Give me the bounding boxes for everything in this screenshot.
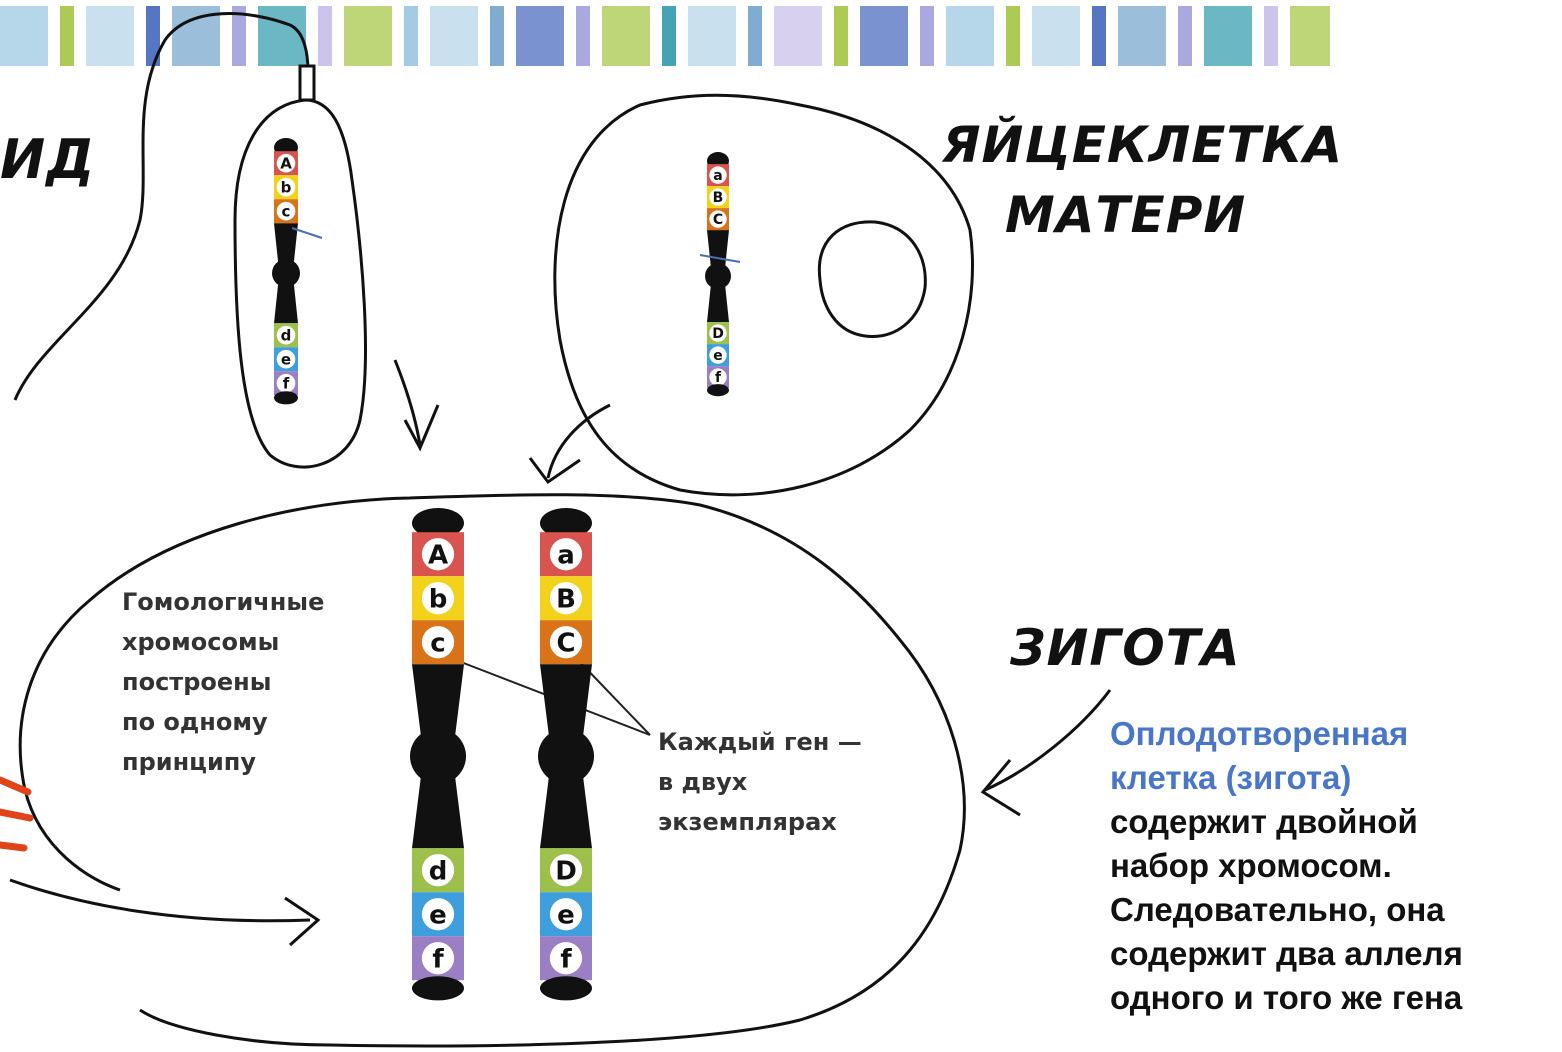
gene-label: D: [555, 857, 577, 887]
chromosome-zygote-maternal: aBC Def: [538, 508, 594, 1000]
caption-each-gene-3: экземплярах: [658, 808, 837, 836]
gene-label: B: [556, 585, 576, 615]
gene-label: C: [713, 212, 723, 228]
telomere: [540, 976, 592, 1000]
gene-label: f: [715, 370, 722, 386]
egg-cell-outline: [555, 95, 973, 495]
caption-homologous-3: построены: [122, 668, 271, 696]
gene-label: C: [556, 629, 575, 659]
sperm-head-outline: [235, 100, 365, 467]
gene-label: f: [560, 945, 572, 975]
explanation-line-3: Следовательно, она: [1110, 888, 1562, 932]
caption-each-gene-1: Каждый ген —: [658, 728, 862, 756]
arrow-sperm-to-zygote: [395, 360, 438, 448]
label-egg-line2: МАТЕРИ: [1005, 186, 1246, 244]
gene-label: c: [282, 203, 291, 221]
explanation-line-5: одного и того же гена: [1110, 976, 1562, 1020]
caption-each-gene-2: в двух: [658, 768, 748, 796]
gene-label: b: [281, 179, 292, 197]
label-egg-line1: ЯЙЦЕКЛЕТКА: [941, 115, 1343, 174]
gene-label: e: [281, 351, 291, 369]
label-zygote: ЗИГОТА: [1009, 619, 1241, 677]
gene-label: d: [429, 857, 448, 887]
gene-label: a: [557, 541, 575, 571]
gene-label: d: [281, 327, 292, 345]
caption-homologous-2: хромосомы: [122, 628, 279, 656]
gene-label: B: [713, 190, 724, 206]
caption-homologous-4: по одному: [122, 708, 268, 736]
caption-homologous-1: Гомологичные: [122, 588, 324, 616]
sperm-tail: [15, 14, 308, 400]
telomere: [274, 391, 298, 404]
explanation-line-2: набор хромосом.: [1110, 844, 1562, 888]
gene-label: e: [557, 901, 575, 931]
gene-label: e: [713, 348, 723, 364]
chromosome-egg: aBC Def: [705, 152, 731, 396]
arrow-zygote-label: [983, 690, 1110, 815]
gene-label: e: [429, 901, 447, 931]
telomere: [412, 976, 464, 1000]
explanation-line-4: содержит два аллеля: [1110, 932, 1562, 976]
chromosome-zygote-paternal: Abc def: [410, 508, 466, 1000]
telomere: [707, 384, 729, 396]
gene-label: D: [712, 326, 724, 342]
gene-label: f: [283, 375, 290, 393]
explanation-highlight-2: клетка (зигота): [1110, 756, 1562, 800]
arrow-egg-to-zygote: [530, 405, 610, 482]
explanation-highlight-1: Оплодотворенная: [1110, 712, 1562, 756]
gene-label: f: [432, 945, 444, 975]
gene-label: c: [430, 629, 445, 659]
gene-label: A: [280, 155, 292, 173]
egg-nucleus: [819, 222, 925, 337]
gene-label: a: [713, 168, 722, 184]
label-sperm-partial: ИД: [0, 128, 95, 191]
caption-homologous-5: принципу: [122, 748, 256, 776]
gene-label: b: [429, 585, 448, 615]
explanation-text: Оплодотворенная клетка (зигота) содержит…: [1110, 712, 1562, 1020]
sperm-neck: [300, 66, 314, 100]
red-mark: [0, 780, 30, 848]
explanation-line-1: содержит двойной: [1110, 800, 1562, 844]
gene-label: A: [428, 541, 448, 571]
zygote-inner-arrow: [10, 880, 318, 945]
chromosome-sperm: Abc def: [272, 138, 300, 404]
